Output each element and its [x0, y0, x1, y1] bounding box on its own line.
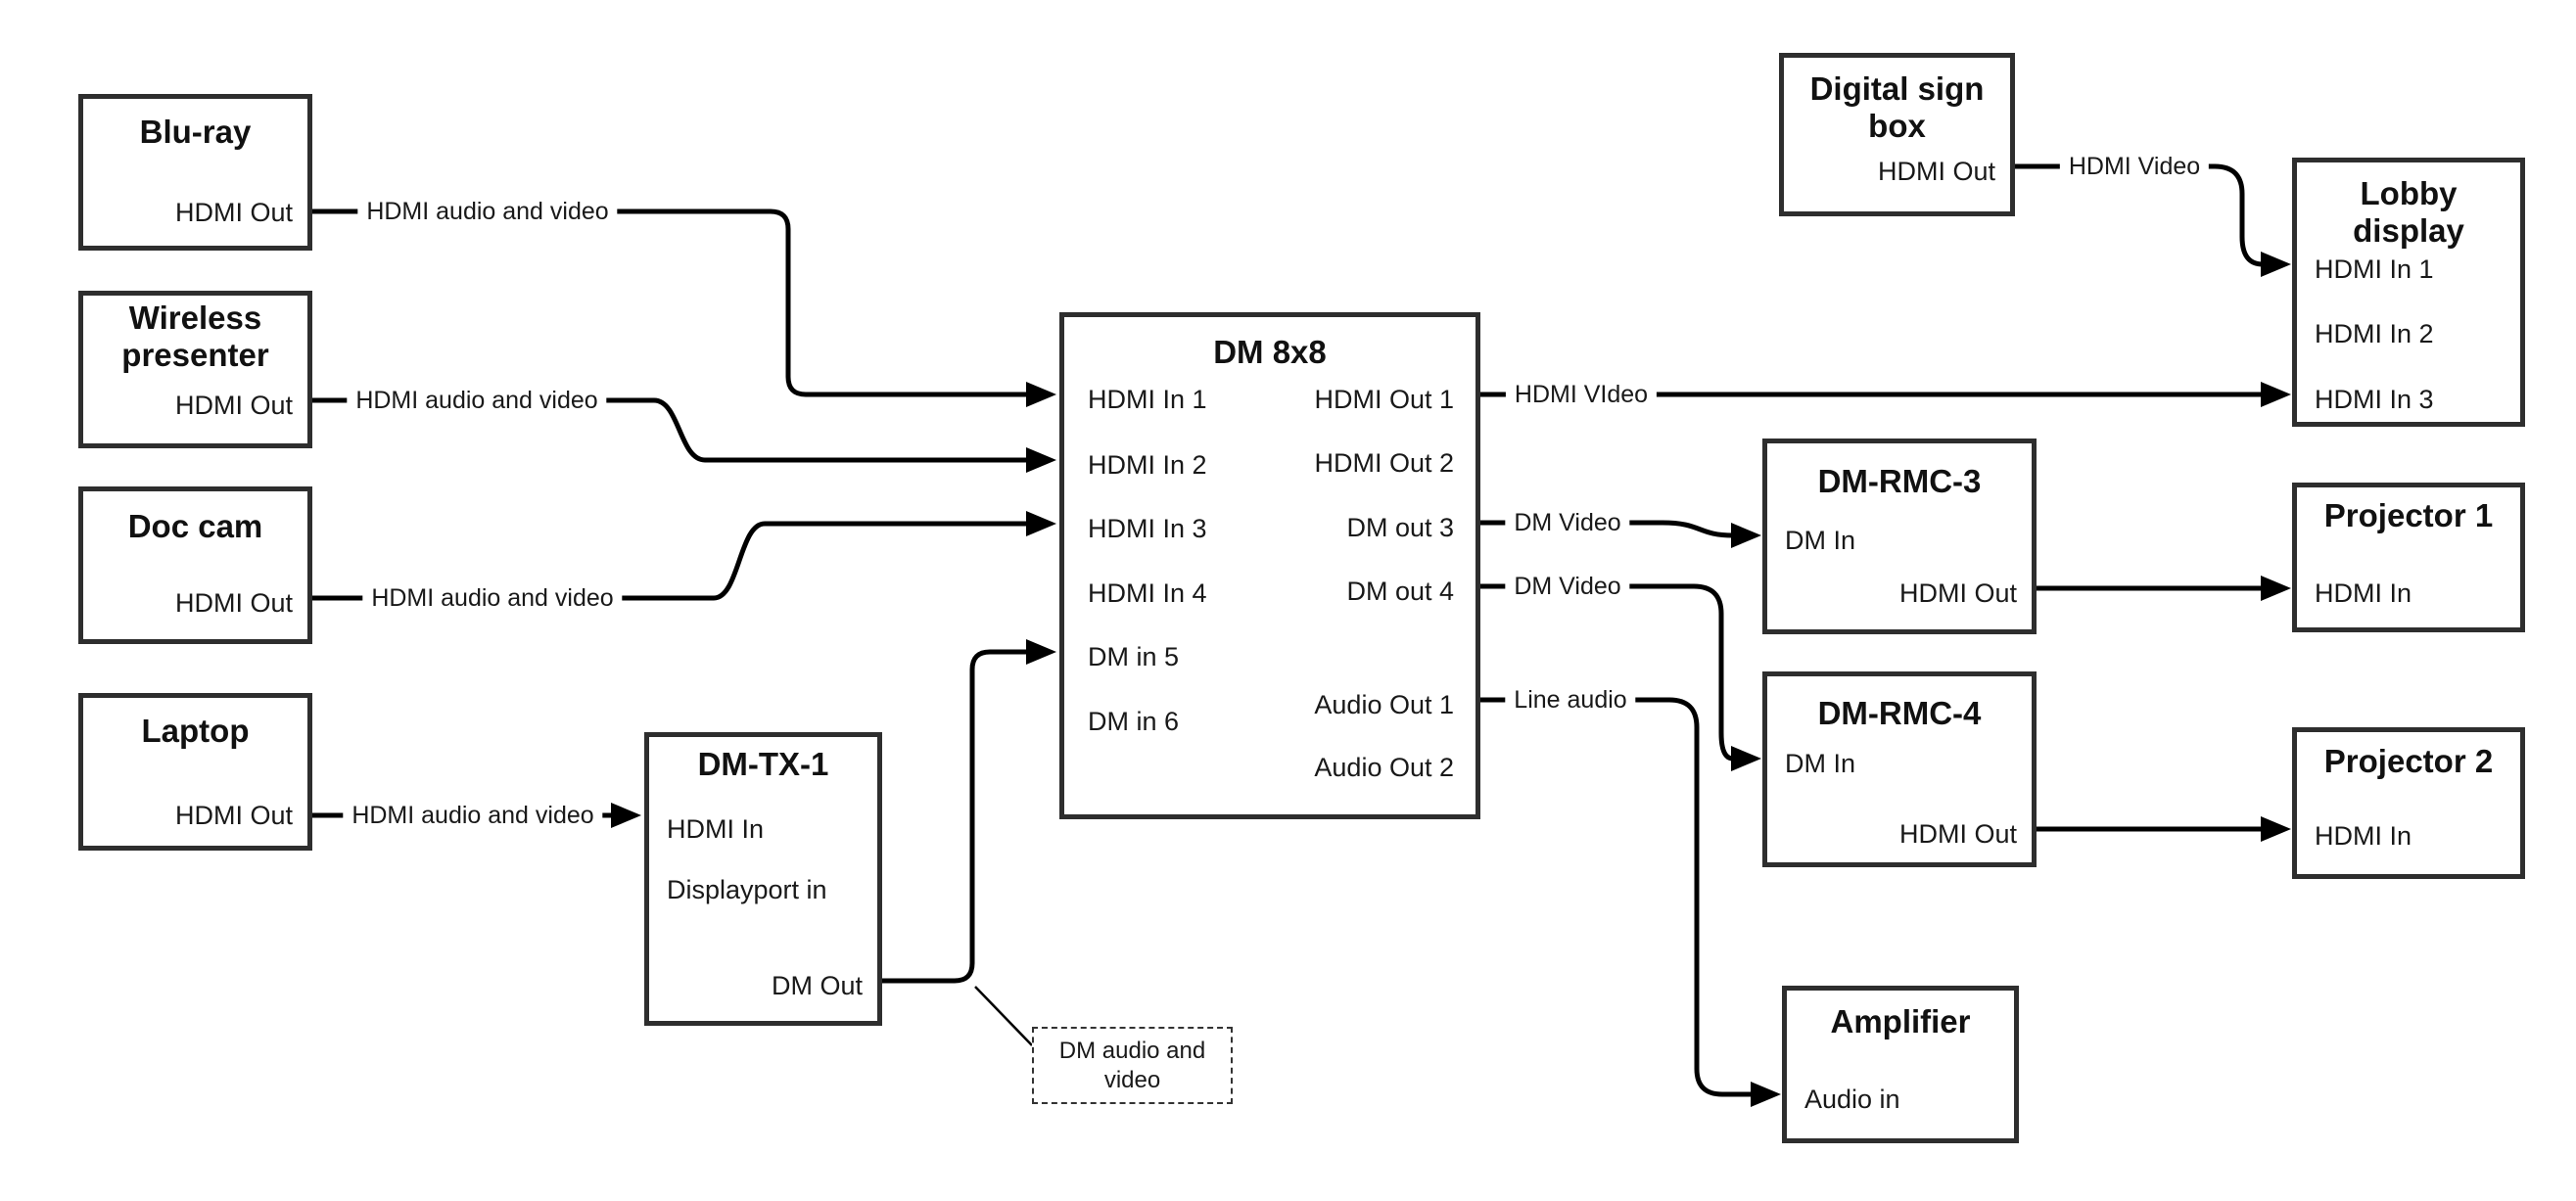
node-title: DM-RMC-4	[1817, 695, 1982, 731]
port-hdmi-out: HDMI Out	[1898, 819, 2017, 849]
port-hdmi-in-3: HDMI In 3	[1088, 514, 1207, 543]
node-amplifier: Amplifier Audio in	[1782, 986, 2019, 1143]
port-hdmi-in-1: HDMI In 1	[2315, 254, 2434, 284]
port-dm-out-3: DM out 3	[1346, 513, 1454, 542]
node-title: Projector 2	[2323, 743, 2494, 779]
port-hdmi-out: HDMI Out	[1898, 578, 2017, 608]
node-title: DM 8x8	[1213, 334, 1327, 370]
connector-dm8x8-out3-to-dmrmc3	[1480, 520, 1761, 548]
node-laptop: Laptop HDMI Out	[78, 693, 312, 851]
node-title: Amplifier	[1830, 1003, 1971, 1039]
node-title: Wireless presenter	[121, 300, 269, 373]
link-label-dm-video-3: DM Video	[1505, 506, 1630, 539]
connector-bluray-to-dm8x8-in1	[312, 208, 1056, 408]
annotation-note: DM audio and video	[1032, 1027, 1233, 1104]
node-dm-rmc-3: DM-RMC-3 DM In HDMI Out	[1762, 439, 2037, 634]
node-title: Blu-ray	[139, 114, 252, 150]
node-title: Laptop	[141, 713, 250, 749]
node-doc-cam: Doc cam HDMI Out	[78, 486, 312, 644]
port-dm-in-6: DM in 6	[1088, 707, 1180, 736]
port-dm-in-5: DM in 5	[1088, 642, 1180, 671]
port-hdmi-in-4: HDMI In 4	[1088, 578, 1207, 608]
node-projector-2: Projector 2 HDMI In	[2292, 727, 2525, 879]
port-dm-in: DM In	[1785, 526, 1856, 555]
node-lobby-display: Lobby display HDMI In 1 HDMI In 2 HDMI I…	[2292, 158, 2525, 427]
port-hdmi-out: HDMI Out	[174, 588, 293, 618]
connector-wireless-to-dm8x8-in2	[312, 397, 1056, 474]
node-digital-sign-box: Digital sign box HDMI Out	[1779, 53, 2015, 216]
port-hdmi-in: HDMI In	[2315, 578, 2412, 608]
port-hdmi-out: HDMI Out	[174, 198, 293, 227]
link-label-hdmi-video-sign: HDMI Video	[2059, 150, 2210, 183]
port-hdmi-out-1: HDMI Out 1	[1314, 385, 1454, 414]
connector-signbox-to-lobby-in1	[2015, 163, 2291, 277]
port-dm-out-4: DM out 4	[1346, 577, 1454, 606]
link-label-wireless: HDMI audio and video	[347, 384, 607, 417]
connector-dm8x8-audio1-to-amplifier	[1480, 697, 1781, 1108]
node-dm-rmc-4: DM-RMC-4 DM In HDMI Out	[1762, 671, 2037, 867]
link-label-laptop: HDMI audio and video	[343, 799, 603, 832]
node-title: Lobby display	[2353, 175, 2464, 249]
node-title: Digital sign box	[1809, 70, 1985, 144]
port-audio-out-2: Audio Out 2	[1314, 753, 1454, 782]
node-dm-tx-1: DM-TX-1 HDMI In Displayport in DM Out	[644, 732, 882, 1026]
port-displayport-in: Displayport in	[667, 875, 827, 904]
port-audio-in: Audio in	[1804, 1085, 1900, 1114]
port-hdmi-out: HDMI Out	[174, 801, 293, 830]
port-hdmi-in-1: HDMI In 1	[1088, 385, 1207, 414]
link-label-hdmi-video-out1: HDMI VIdeo	[1505, 378, 1658, 411]
node-dm-8x8: DM 8x8 HDMI In 1 HDMI In 2 HDMI In 3 HDM…	[1059, 312, 1480, 819]
link-label-dm-video-4: DM Video	[1505, 570, 1630, 603]
port-hdmi-in-2: HDMI In 2	[2315, 319, 2434, 348]
connector-dm8x8-out4-to-dmrmc4	[1480, 583, 1761, 771]
port-audio-out-1: Audio Out 1	[1314, 690, 1454, 719]
port-hdmi-in-3: HDMI In 3	[2315, 385, 2434, 414]
port-hdmi-out: HDMI Out	[174, 391, 293, 420]
link-label-bluray: HDMI audio and video	[357, 195, 618, 228]
node-blu-ray: Blu-ray HDMI Out	[78, 94, 312, 251]
port-hdmi-out-2: HDMI Out 2	[1314, 448, 1454, 478]
port-hdmi-out: HDMI Out	[1877, 157, 1995, 186]
port-dm-in: DM In	[1785, 749, 1856, 778]
port-dm-out: DM Out	[771, 971, 863, 1000]
node-title: DM-TX-1	[697, 746, 829, 782]
port-hdmi-in-2: HDMI In 2	[1088, 450, 1207, 480]
node-title: Projector 1	[2323, 497, 2494, 533]
node-projector-1: Projector 1 HDMI In	[2292, 483, 2525, 632]
connector-dmtx1-to-dm8x8-in5	[882, 639, 1056, 984]
link-label-line-audio: Line audio	[1505, 683, 1636, 716]
port-hdmi-in: HDMI In	[667, 814, 765, 844]
node-wireless-presenter: Wireless presenter HDMI Out	[78, 291, 312, 448]
connector-doccam-to-dm8x8-in3	[312, 511, 1056, 601]
note-callout-line	[974, 986, 1033, 1046]
node-title: DM-RMC-3	[1817, 463, 1982, 499]
link-label-doccam: HDMI audio and video	[362, 581, 623, 615]
node-title: Doc cam	[127, 508, 263, 544]
port-hdmi-in: HDMI In	[2315, 821, 2412, 851]
